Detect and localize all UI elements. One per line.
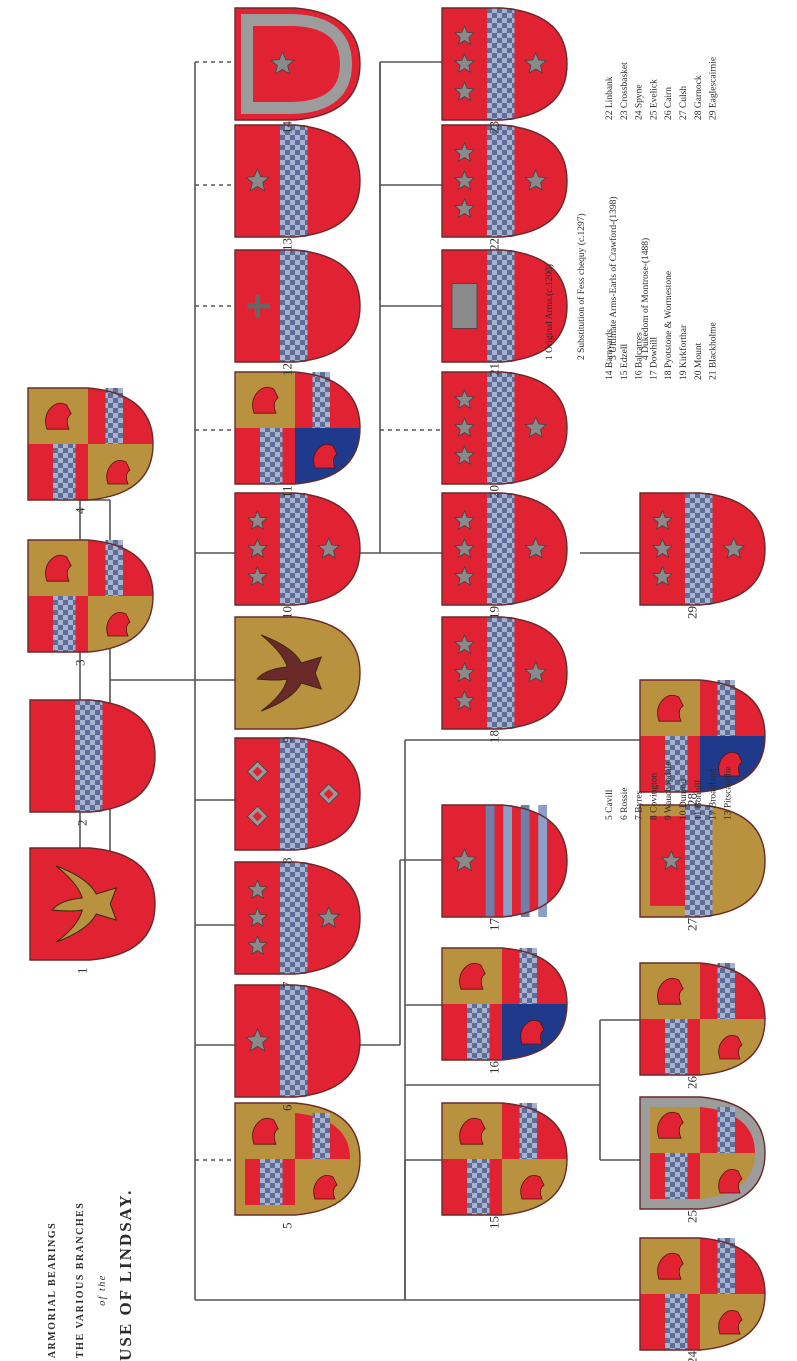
shield-number: 24	[685, 1351, 700, 1361]
legend-entry: 6 Rossie	[620, 788, 630, 820]
shield-13: 13	[235, 125, 360, 251]
text-layer: ARMORIAL BEARINGS OF THE VARIOUS BRANCHE…	[47, 57, 733, 1361]
shield-number: 5	[280, 1223, 295, 1230]
shield-number: 6	[280, 1104, 295, 1111]
shield-17: 17	[442, 805, 567, 931]
shield-number: 19	[487, 606, 502, 619]
title-line3: of the	[97, 1274, 108, 1306]
legend-entry: 29 Eaglescairnie	[709, 57, 719, 120]
legend-entry: 13 Pitscandlie	[723, 766, 733, 820]
legend-entry: 20 Mount	[694, 342, 704, 380]
legend-entry: 22 Linbank	[605, 76, 615, 120]
shield-9: 9	[235, 617, 360, 743]
title-line1: ARMORIAL BEARINGS	[47, 1222, 58, 1358]
legend-entry: 17 Dowhill	[649, 337, 659, 380]
shield-29: 29	[640, 493, 765, 619]
legend-entry: 25 Evelick	[649, 79, 659, 120]
shield-11: 11	[235, 372, 360, 498]
shield-7: 7	[235, 862, 360, 988]
shield-number: 12	[280, 363, 295, 376]
legend-entry: 16 Balcarres	[635, 332, 645, 380]
shield-number: 11	[280, 485, 295, 498]
legend-entry: 9 Wauchopdale	[664, 762, 674, 820]
legend-entry: 15 Edzell	[620, 343, 630, 380]
shield-3: 3	[28, 540, 153, 666]
shield-19: 19	[442, 493, 567, 619]
legend-entry: 21 Blackholme	[709, 322, 719, 380]
shield-number: 3	[73, 660, 88, 667]
shield-24: 24	[640, 1238, 765, 1361]
legend-entry: 11 Bonhill	[694, 780, 704, 820]
shields-layer: 1234567891011121314151617181920212223242…	[28, 8, 765, 1361]
shield-number: 7	[280, 981, 295, 988]
legend-entry: 19 Kirkforthar	[678, 324, 689, 380]
shield-14: 14	[235, 8, 360, 134]
shield-25: 25	[640, 1097, 765, 1223]
legend-entry: 8 Covington	[649, 773, 659, 820]
shield-number: 21	[487, 363, 502, 376]
shield-number: 20	[487, 485, 502, 498]
legend-entry: 28 Garnock	[694, 75, 704, 120]
shield-12: 12	[235, 250, 360, 376]
shield-22: 22	[442, 125, 567, 251]
shield-number: 25	[685, 1210, 700, 1223]
shield-8: 8	[235, 738, 360, 864]
shield-2: 2	[30, 700, 155, 826]
title-block: ARMORIAL BEARINGS OF THE VARIOUS BRANCHE…	[47, 1189, 135, 1361]
shield-number: 26	[685, 1076, 700, 1090]
legend-entry: 10 Dunrod	[679, 779, 689, 820]
shield-number: 10	[280, 606, 295, 619]
shield-number: 27	[685, 918, 700, 932]
shield-number: 16	[487, 1061, 502, 1075]
shield-number: 29	[685, 606, 700, 619]
shield-26: 26	[640, 963, 765, 1089]
title-line2: OF THE VARIOUS BRANCHES	[75, 1202, 86, 1361]
shield-27: 27	[640, 805, 765, 931]
legend-entry: 27 Culsh	[679, 86, 689, 120]
shield-number: 23	[487, 121, 502, 134]
legend-entry: 24 Spyne	[635, 84, 645, 120]
shield-23: 23	[442, 8, 567, 134]
shield-18: 18	[442, 617, 567, 743]
shield-number: 18	[487, 730, 502, 743]
shield-number: 8	[280, 858, 295, 865]
shield-10: 10	[235, 493, 360, 619]
shield-number: 15	[487, 1216, 502, 1229]
shield-number: 22	[487, 238, 502, 251]
shield-number: 4	[73, 507, 88, 514]
shield-1: 1	[30, 848, 155, 974]
legend-entry: 18 Pyotstone & Wormestone	[664, 271, 674, 380]
legend-entry: 17 Broadland	[709, 768, 719, 820]
legend-entry: 14 Barnyards	[605, 329, 615, 380]
shield-number: 2	[75, 820, 90, 827]
title-line4: HOUSE OF LINDSAY.	[116, 1189, 135, 1361]
shield-15: 15	[442, 1103, 567, 1229]
shield-number: 9	[280, 737, 295, 744]
legend-entry: 23 Crossbasket	[620, 62, 630, 120]
legend-entry: 26 Cairn	[664, 87, 674, 120]
shield-20: 20	[442, 372, 567, 498]
shield-16: 16	[442, 948, 567, 1074]
legend-entry: 2 Substitution of Fess chequy (c.1297)	[576, 213, 587, 360]
shield-number: 14	[280, 121, 295, 135]
shield-number: 1	[75, 968, 90, 975]
legend-entry: 1 Original Arms.(c.1200)	[544, 264, 555, 360]
shield-6: 6	[235, 985, 360, 1111]
shield-number: 17	[487, 918, 502, 932]
legend-entry: 5 Cavill	[605, 789, 615, 820]
shield-number: 13	[280, 238, 295, 251]
shield-4: 4	[28, 388, 153, 514]
legend-entry: 7 Byres	[635, 790, 645, 820]
shield-5: 5	[235, 1103, 360, 1229]
